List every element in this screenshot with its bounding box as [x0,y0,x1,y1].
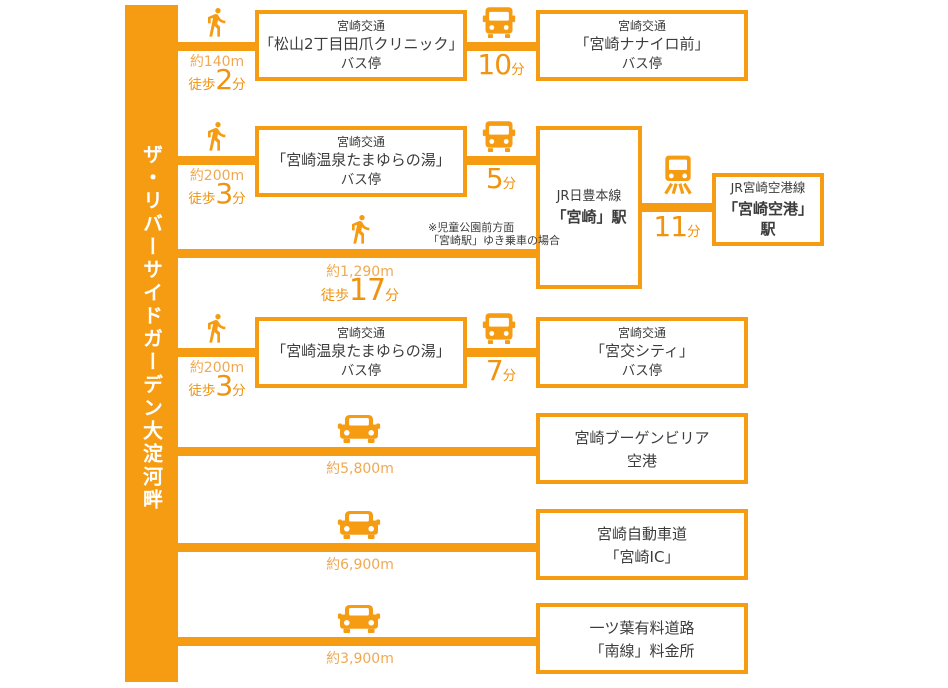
destination-box: 宮崎自動車道 「宮崎IC」 [536,509,748,580]
bus-stop-type: バス停 [621,55,663,72]
connector-line [178,543,536,552]
car-icon [337,413,381,446]
walk-minutes: 2 [215,63,233,96]
connector-line [178,348,257,357]
minutes-unit: 分 [502,176,517,192]
connector-line [640,203,714,212]
origin-name: ザ・リバーサイドガーデン大淀河畔 [139,144,164,512]
bus-icon [481,119,517,155]
walk-icon [200,309,232,347]
minutes-unit: 分 [385,288,400,304]
connector-line [178,637,536,646]
bus-minutes: 7 [485,354,504,387]
bus-company: 宮崎交通 [617,326,666,341]
destination-line2: 「宮崎IC」 [604,547,680,566]
bus-stop-name: 「松山2丁目田爪クリニック」 [259,35,464,54]
station-name: 「宮崎」駅 [551,208,627,227]
jr-station-box: JR日豊本線 「宮崎」駅 [536,126,642,289]
destination-line1: 宮崎ブーゲンビリア [574,429,710,448]
train-icon [659,152,697,202]
bus-stop-box: 宮崎交通 「宮崎温泉たまゆらの湯」 バス停 [255,317,467,388]
destination-line1: 宮崎自動車道 [596,525,687,544]
walk-icon [344,210,376,248]
bus-stop-type: バス停 [340,362,382,379]
walk-distance: 約1,290m [326,264,394,280]
bus-company: 宮崎交通 [336,135,385,150]
walk-label: 徒歩 [188,191,216,207]
rail-line: JR日豊本線 [556,188,622,204]
bus-note-line1: ※児童公園前方面 [428,221,515,234]
connector-line [465,156,538,165]
bus-note: ※児童公園前方面 「宮崎駅」ゆき乗車の場合 [428,221,560,247]
bus-stop-box: 宮崎交通 「宮崎温泉たまゆらの湯」 バス停 [255,126,467,197]
walk-icon [200,117,232,155]
station-name: 「宮崎空港」駅 [722,199,813,238]
bus-stop-name: 「宮崎ナナイロ前」 [574,35,710,54]
car-distance: 約5,800m [326,461,394,477]
walk-distance: 約200m [189,360,245,376]
bus-stop-name: 「宮崎温泉たまゆらの湯」 [271,151,451,170]
connector-line [178,249,536,258]
destination-box: 一ツ葉有料道路 「南線」料金所 [536,603,748,674]
walk-distance: 約140m [189,54,245,70]
rail-line: JR宮崎空港線 [730,179,806,195]
walk-minutes: 3 [215,177,233,210]
bus-stop-box: 宮崎交通 「宮崎ナナイロ前」 バス停 [536,10,748,81]
walk-label: 徒歩 [320,288,349,304]
connector-line [178,447,536,456]
bus-stop-type: バス停 [340,55,382,72]
minutes-unit: 分 [511,62,525,78]
bus-stop-type: バス停 [340,171,382,188]
bus-company: 宮崎交通 [336,326,385,341]
walk-minutes: 3 [215,369,233,402]
bus-minutes: 10 [477,48,512,81]
car-icon [337,603,381,636]
walk-minutes: 17 [348,273,386,308]
bus-stop-type: バス停 [621,362,663,379]
bus-note-line2: 「宮崎駅」ゆき乗車の場合 [428,234,560,247]
destination-line2: 「南線」料金所 [589,641,695,660]
minutes-unit: 分 [502,368,517,384]
airport-station-box: JR宮崎空港線 「宮崎空港」駅 [712,173,824,246]
bus-icon [481,311,517,347]
bus-company: 宮崎交通 [336,19,385,34]
car-icon [337,509,381,542]
connector-line [178,42,257,51]
bus-company: 宮崎交通 [617,19,666,34]
walk-distance: 約200m [189,168,245,184]
bus-stop-name: 「宮崎温泉たまゆらの湯」 [271,342,451,361]
bus-stop-box: 宮崎交通 「宮交シティ」 バス停 [536,317,748,388]
bus-minutes: 5 [485,162,504,195]
minutes-unit: 分 [232,77,246,93]
connector-line [465,42,538,51]
car-distance: 約6,900m [326,557,394,573]
origin-bar: ザ・リバーサイドガーデン大淀河畔 [125,5,178,682]
connector-line [465,348,538,357]
train-minutes: 11 [653,210,688,243]
bus-stop-box: 宮崎交通 「松山2丁目田爪クリニック」 バス停 [255,10,467,81]
destination-box: 宮崎ブーゲンビリア 空港 [536,413,748,484]
connector-line [178,156,257,165]
bus-icon [481,5,517,41]
destination-line1: 一ツ葉有料道路 [589,619,695,638]
bus-stop-name: 「宮交シティ」 [589,342,695,361]
destination-line2: 空港 [626,451,657,470]
walk-icon [200,3,232,41]
walk-label: 徒歩 [188,383,216,399]
walk-label: 徒歩 [188,77,216,93]
minutes-unit: 分 [687,224,701,240]
minutes-unit: 分 [232,383,246,399]
minutes-unit: 分 [232,191,246,207]
car-distance: 約3,900m [326,651,394,667]
